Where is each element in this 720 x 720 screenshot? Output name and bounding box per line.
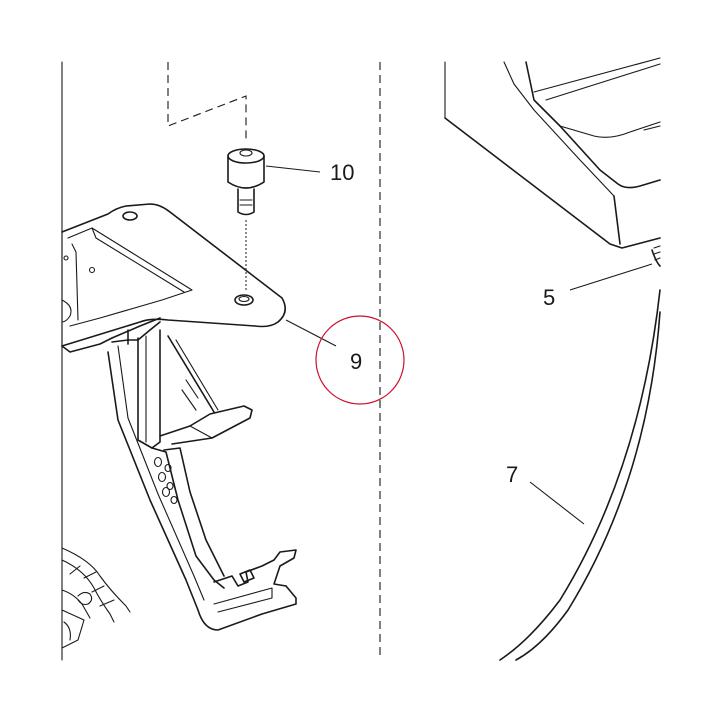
mounting-plate-part-9	[61, 203, 286, 353]
callout-label-7: 7	[506, 462, 518, 487]
bolt-part-10	[227, 148, 265, 216]
frame-edges	[61, 61, 446, 661]
callout-label-9: 9	[350, 349, 362, 374]
callout-label-5: 5	[543, 285, 555, 310]
highlight-circle	[315, 315, 405, 405]
gear-fragment	[61, 547, 131, 649]
phantom-frame-line	[167, 62, 247, 140]
callout-label-10: 10	[330, 160, 354, 185]
leader-lines	[265, 165, 653, 525]
housing-block	[444, 57, 661, 267]
arc-part-7	[499, 289, 661, 661]
hanger-bracket	[107, 317, 297, 631]
